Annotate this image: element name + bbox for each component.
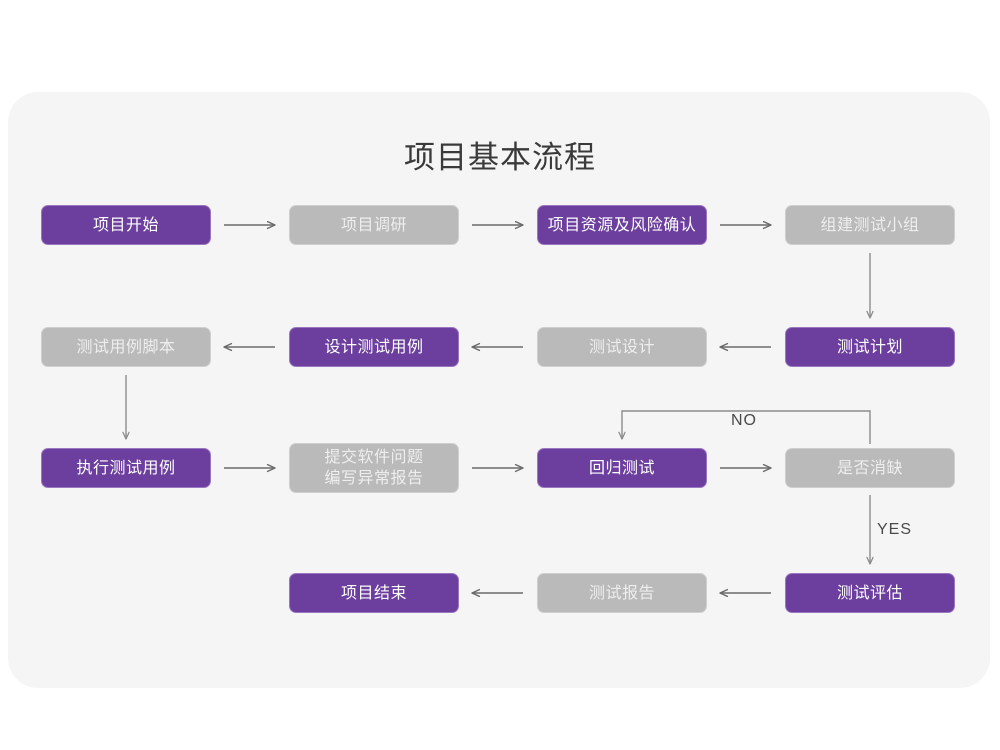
- node-label: 测试评估: [836, 584, 903, 602]
- node-label: 组建测试小组: [820, 216, 920, 234]
- node-regression-test[interactable]: 回归测试: [537, 448, 707, 488]
- node-label: 项目开始: [92, 216, 159, 234]
- node-project-research[interactable]: 项目调研: [289, 205, 459, 245]
- node-label: 测试设计: [588, 338, 655, 356]
- node-design-test-case[interactable]: 设计测试用例: [289, 327, 459, 367]
- node-test-case-script[interactable]: 测试用例脚本: [41, 327, 211, 367]
- node-label: 项目资源及风险确认: [547, 216, 697, 234]
- edge-label-no: NO: [731, 412, 757, 429]
- node-label: 是否消缺: [836, 459, 903, 477]
- node-label: 测试用例脚本: [76, 338, 176, 356]
- node-test-design[interactable]: 测试设计: [537, 327, 707, 367]
- edge-label-yes: YES: [877, 521, 913, 538]
- node-test-report[interactable]: 测试报告: [537, 573, 707, 613]
- node-label: 项目调研: [340, 216, 407, 234]
- node-label: 执行测试用例: [76, 459, 176, 477]
- node-label: 设计测试用例: [324, 338, 424, 356]
- node-label: 回归测试: [588, 459, 655, 477]
- node-execute-test-case[interactable]: 执行测试用例: [41, 448, 211, 488]
- node-label: 提交软件问题 编写异常报告: [324, 449, 424, 487]
- node-form-test-team[interactable]: 组建测试小组: [785, 205, 955, 245]
- node-test-plan[interactable]: 测试计划: [785, 327, 955, 367]
- node-project-end[interactable]: 项目结束: [289, 573, 459, 613]
- node-label: 项目结束: [340, 584, 407, 602]
- node-label: 测试报告: [588, 584, 655, 602]
- node-label: 测试计划: [836, 338, 903, 356]
- node-project-start[interactable]: 项目开始: [41, 205, 211, 245]
- page-title: 项目基本流程: [404, 140, 596, 175]
- node-submit-issue-report[interactable]: 提交软件问题 编写异常报告: [289, 443, 459, 493]
- node-test-evaluation[interactable]: 测试评估: [785, 573, 955, 613]
- node-resource-risk-confirm[interactable]: 项目资源及风险确认: [537, 205, 707, 245]
- node-defect-cleared-decision[interactable]: 是否消缺: [785, 448, 955, 488]
